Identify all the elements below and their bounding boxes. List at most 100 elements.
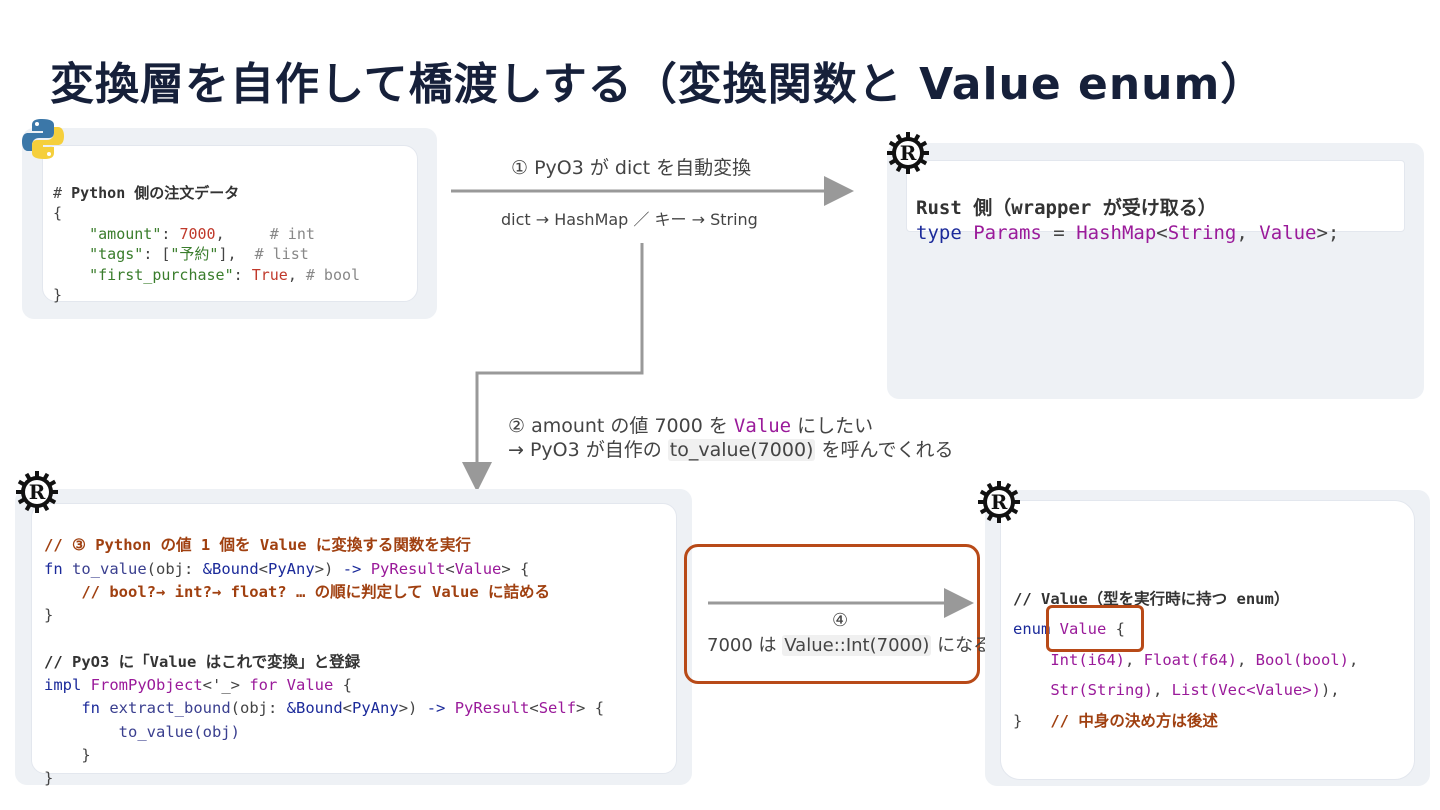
fn-to-value: to_value bbox=[72, 559, 147, 578]
step4-label-a: 7000 は bbox=[707, 635, 783, 656]
step2-line2-b: を呼んでくれる bbox=[815, 439, 954, 461]
converter-code: // ③ Python の値 1 個を Value に変換する関数を実行 fn t… bbox=[44, 511, 604, 791]
variant-int: Int(i64) bbox=[1050, 650, 1125, 669]
value-type: Value bbox=[454, 559, 502, 578]
space bbox=[361, 560, 370, 578]
frompyobject-trait: FromPyObject bbox=[90, 676, 203, 695]
step2-line2: → PyO3 が自作の to_value(7000) を呼んでくれる bbox=[508, 435, 954, 462]
rust-logo-icon: R bbox=[16, 471, 58, 513]
sep: ), bbox=[1320, 681, 1340, 699]
rust-logo-icon: R bbox=[887, 132, 929, 174]
converter-comment-1: // ③ Python の値 1 個を Value に変換する関数を実行 bbox=[44, 536, 471, 555]
first-purchase-colon: : bbox=[233, 265, 252, 284]
step2-to-value-code: to_value(7000) bbox=[667, 439, 816, 461]
python-logo-icon bbox=[22, 119, 64, 159]
comment-hash: # bbox=[53, 183, 63, 202]
space bbox=[445, 699, 454, 717]
lifetime: <'_> bbox=[202, 676, 240, 695]
sep: , bbox=[1152, 681, 1172, 699]
step1-sublabel: dict → HashMap ／ キー → String bbox=[501, 210, 758, 229]
params-c: > { bbox=[576, 699, 605, 718]
amount-value: 7000 bbox=[179, 224, 216, 243]
rust-logo-icon: R bbox=[978, 481, 1020, 523]
step4-number: ④ bbox=[832, 610, 849, 631]
tags-colon: : [ bbox=[143, 245, 171, 263]
step2-value-code: Value bbox=[733, 415, 792, 437]
pyresult-type: PyResult bbox=[370, 559, 446, 578]
svg-text:R: R bbox=[29, 480, 46, 504]
value-type: Value bbox=[286, 676, 334, 695]
step2-line1: ② amount の値 7000 を Value にしたい bbox=[508, 411, 873, 438]
equals: = bbox=[1041, 222, 1077, 244]
variant-list: List(Vec<Value>) bbox=[1171, 681, 1321, 699]
step4-highlight-box bbox=[684, 544, 980, 684]
lt: < bbox=[342, 699, 353, 718]
bound-type: &Bound bbox=[202, 559, 259, 578]
type-name: Params bbox=[973, 222, 1042, 244]
tags-tail: ], bbox=[218, 245, 237, 263]
page-title: 変換層を自作して橋渡しする（変換関数と Value enum） bbox=[50, 59, 1266, 110]
return-arrow: -> bbox=[342, 559, 362, 578]
step4-label-b: になる bbox=[931, 635, 992, 656]
pyany-type: PyAny bbox=[352, 699, 399, 718]
step4-label: 7000 は Value::Int(7000) になる bbox=[707, 631, 991, 657]
python-code: # Python 側の注文データ{ "amount": 7000, # int … bbox=[53, 162, 360, 306]
first-purchase-value: True bbox=[251, 265, 288, 284]
lt: < bbox=[445, 559, 455, 578]
kw-for: for bbox=[249, 676, 278, 695]
sep: , bbox=[1348, 650, 1359, 669]
gt-semi: >; bbox=[1316, 222, 1340, 244]
enum-card bbox=[1000, 500, 1415, 780]
comma: , bbox=[1236, 222, 1260, 244]
enum-code: // Value（型を実行時に持つ enum） enum Value { Int(… bbox=[1013, 553, 1358, 736]
first-purchase-tail: , bbox=[287, 265, 297, 284]
self-type: Self bbox=[538, 699, 577, 718]
kw-fn: fn bbox=[81, 699, 100, 718]
variant-str: Str(String) bbox=[1050, 681, 1153, 699]
kw-type: type bbox=[916, 222, 962, 244]
to-value-call: to_value(obj) bbox=[118, 722, 240, 741]
sep: , bbox=[1236, 650, 1256, 669]
kw-enum: enum bbox=[1013, 620, 1051, 638]
enum-comment: // Value（型を実行時に持つ enum） bbox=[1013, 589, 1290, 608]
amount-tail: , bbox=[215, 224, 225, 243]
step2-line1-b: にしたい bbox=[791, 415, 874, 437]
hashmap-type: HashMap bbox=[1076, 222, 1157, 244]
rust-wrapper-code: Rust 側（wrapper が受け取る） type Params = HashM… bbox=[916, 171, 1339, 246]
step4-value-int-code: Value::Int(7000) bbox=[782, 635, 932, 656]
return-arrow: -> bbox=[426, 699, 446, 718]
python-comment-title: Python 側の注文データ bbox=[71, 183, 240, 202]
converter-comment-2: // bool?→ int?→ float? … の順に判定して Value に… bbox=[81, 582, 550, 601]
lt: < bbox=[529, 699, 539, 718]
tags-value: "予約" bbox=[170, 245, 219, 263]
rust-wrapper-title: Rust 側（wrapper が受け取る） bbox=[916, 197, 1217, 219]
enum-note: // 中身の決め方は後述 bbox=[1050, 711, 1218, 730]
converter-card bbox=[31, 503, 677, 774]
fn-extract-bound: extract_bound bbox=[109, 699, 231, 718]
step1-label: ① PyO3 が dict を自動変換 bbox=[511, 157, 752, 179]
svg-text:R: R bbox=[991, 490, 1008, 514]
svg-text:R: R bbox=[900, 141, 917, 165]
rust-wrapper-card bbox=[906, 160, 1405, 232]
params-a: (obj: bbox=[146, 559, 203, 578]
params-c: > { bbox=[501, 559, 530, 578]
step2-line1-a: ② amount の値 7000 を bbox=[508, 415, 734, 437]
kw-fn: fn bbox=[44, 559, 63, 578]
python-code-card bbox=[42, 145, 418, 302]
string-type: String bbox=[1167, 222, 1237, 244]
lt: < bbox=[258, 559, 269, 578]
open-brace: { bbox=[1106, 620, 1126, 638]
close-brace: } bbox=[1013, 711, 1023, 730]
int-variant-highlight bbox=[1046, 605, 1144, 652]
kw-impl: impl bbox=[44, 676, 82, 695]
amount-key: "amount" bbox=[89, 224, 162, 243]
open-brace: { bbox=[53, 204, 63, 222]
pyany-type: PyAny bbox=[268, 559, 315, 578]
enum-name: Value bbox=[1059, 620, 1107, 638]
converter-comment-3: // PyO3 に「Value はこれで変換」と登録 bbox=[44, 652, 361, 671]
amount-colon: : bbox=[161, 224, 180, 243]
params-b: >) bbox=[314, 559, 343, 578]
first-purchase-key: "first_purchase" bbox=[89, 265, 234, 284]
tags-key: "tags" bbox=[89, 245, 144, 263]
value-type: Value bbox=[1259, 222, 1317, 244]
